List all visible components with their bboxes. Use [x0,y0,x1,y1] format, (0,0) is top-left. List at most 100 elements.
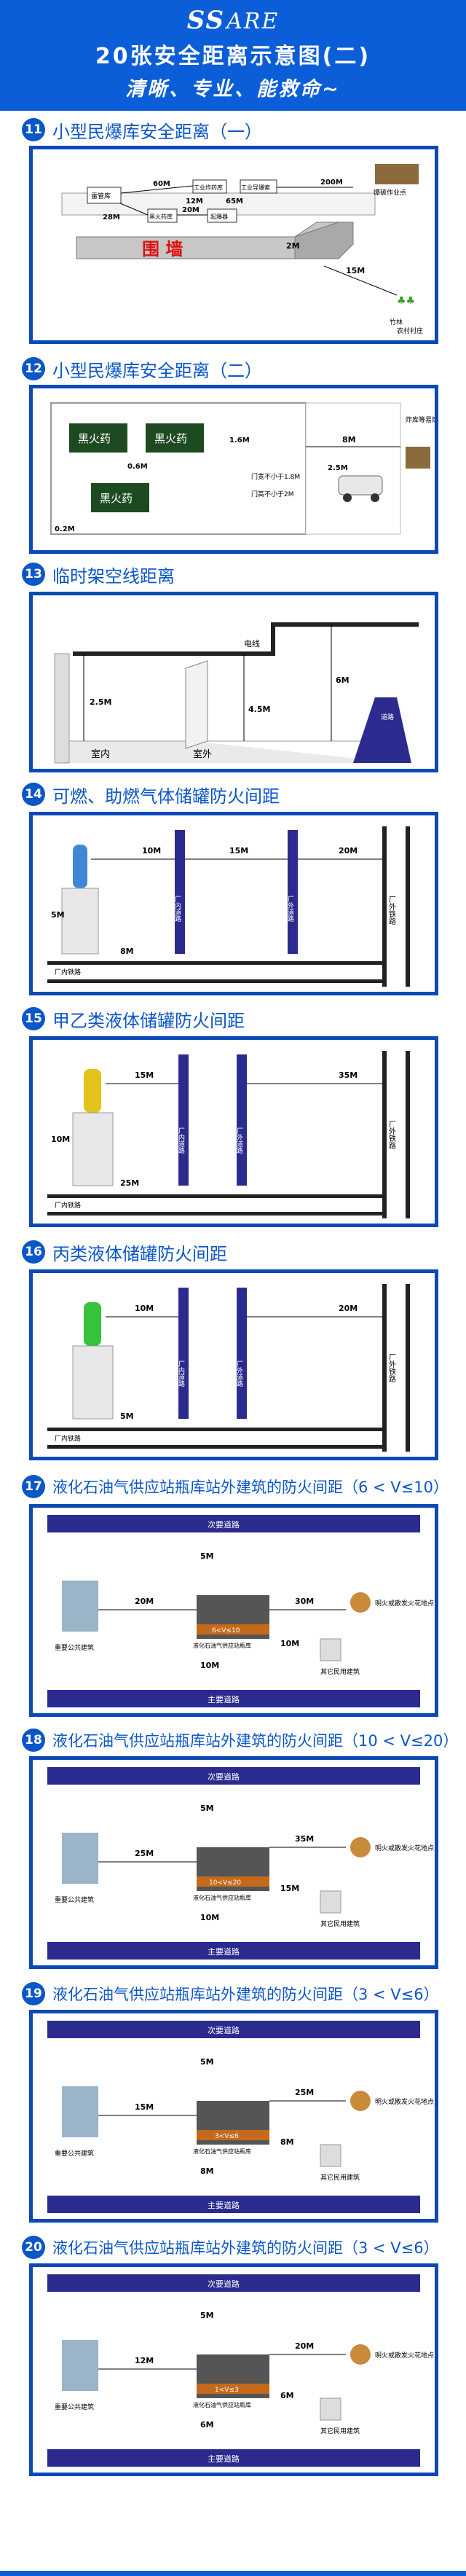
section-heading: 小型民爆库安全距离（二） [52,360,262,381]
dist-10m: 10M [142,846,161,856]
svg-text:次要道路: 次要道路 [208,2279,240,2289]
dist-25m: 25M [135,1849,154,1858]
road-top [47,2021,420,2038]
public-building-icon: 重要公共建筑 [55,2340,98,2411]
public-building-icon: 重要公共建筑 [55,1581,98,1652]
rail-track: 厂外铁路 [382,1284,410,1452]
dist-28m: 28M [103,214,120,222]
section-title-12: 12 小型民爆库安全距离（二） [22,356,262,382]
svg-text:主要道路: 主要道路 [208,1946,240,1957]
dist-6m-road: 6M [200,2420,214,2430]
svg-text:明火或散发火花地点: 明火或散发火花地点 [375,1844,434,1852]
door-height: 门高不小于2M [251,490,294,498]
dist-15m: 15M [229,846,248,856]
diagram-14: 厂内道路 厂外道路 10M 15M 20M 5M 8M 厂外铁路 厂内铁路 [29,812,438,995]
svg-text:厂外铁路: 厂外铁路 [387,1120,396,1150]
footer-bar [0,2571,466,2576]
dist-4-5m: 4.5M [248,705,270,714]
dist-10m: 10M [51,1135,70,1144]
page-header: SSARE 20张安全距离示意图(二) 清晰、专业、能救命~ [0,0,466,111]
diagram-16: 厂内道路 厂外道路 10M 20M 5M 厂外铁路 厂内铁路 [29,1269,438,1460]
svg-text:次要道路: 次要道路 [208,1772,240,1782]
section-number: 14 [22,783,45,806]
logo-mark: SS [186,6,226,35]
diagram-13: 电线 2.5M 4.5M 6M 道路 室内 室外 [29,592,438,772]
svg-text:主要道路: 主要道路 [208,1694,240,1704]
svg-text:黑火药: 黑火药 [100,492,133,505]
dist-20m: 20M [339,846,358,856]
road-inside [178,1288,189,1419]
svg-text:液化石油气供应站瓶库: 液化石油气供应站瓶库 [193,2148,251,2155]
section-heading: 小型民爆库安全距离（一） [52,121,262,142]
road-top [47,1515,420,1532]
section-number: 15 [22,1007,45,1030]
section-heading: 液化石油气供应站瓶库站外建筑的防火间距（6 < V≤10） [52,1479,449,1496]
diagram-17: 次要道路 主要道路 重要公共建筑 6<V≤10 液化石油气供应站瓶库 20M 5… [29,1504,438,1717]
gas-tank-icon [61,845,99,955]
svg-text:其它民用建筑: 其它民用建筑 [320,1919,360,1928]
svg-text:厂外道路: 厂外道路 [235,1127,243,1154]
brand-logo: SSARE [0,6,466,35]
liquid-tank-icon [72,1069,114,1186]
dist-30m: 30M [295,1597,314,1606]
svg-text:其它民用建筑: 其它民用建筑 [320,2427,360,2435]
section-number: 18 [22,1729,45,1752]
dist-5m: 5M [200,2057,214,2067]
svg-text:黑火药库: 黑火药库 [149,213,173,220]
svg-text:厂内铁路: 厂内铁路 [55,1201,81,1210]
section-title-15: 15 甲乙类液体储罐防火间距 [22,1006,245,1032]
section-number: 19 [22,1982,45,2005]
dist-35m: 35M [339,1070,358,1080]
section-title-17: 17 液化石油气供应站瓶库站外建筑的防火间距（6 < V≤10） [22,1473,449,1500]
dist-20m: 20M [295,2341,314,2351]
dist-15m: 15M [280,1884,299,1893]
dist-20m: 20M [135,1597,154,1606]
store-industrial: 工业炸药库 [192,179,227,194]
dist-2-5m: 2.5M [90,697,111,707]
village-icon: ♣♣ 竹林 农村村庄 [390,295,423,335]
section-heading: 临时架空线距离 [52,565,175,587]
svg-text:厂外道路: 厂外道路 [235,1361,243,1387]
blast-site-icon: 爆破作业点 [374,164,419,197]
civil-building-icon: 其它民用建筑 [320,2144,360,2182]
svg-text:重要公共建筑: 重要公共建筑 [55,2403,94,2411]
dist-10m-civil: 10M [280,1639,299,1648]
svg-text:次要道路: 次要道路 [208,2025,240,2035]
door-width: 门宽不小于1.8M [251,472,300,481]
dist-8m: 8M [342,435,356,445]
road-outside [237,1288,247,1419]
svg-text:工业炸药库: 工业炸药库 [194,184,223,191]
section-heading: 液化石油气供应站瓶库站外建筑的防火间距（3 < V≤6） [52,1986,439,2003]
civil-building-icon: 其它民用建筑 [320,1890,360,1928]
section-title-13: 13 临时架空线距离 [22,561,175,587]
dist-1-6m: 1.6M [229,436,250,445]
svg-text:其它民用建筑: 其它民用建筑 [320,2173,360,2182]
svg-text:6<V≤10: 6<V≤10 [212,1627,240,1635]
section-title-18: 18 液化石油气供应站瓶库站外建筑的防火间距（10 < V≤20） [22,1727,458,1753]
road-bottom [47,2196,420,2213]
dist-65m: 65M [226,197,243,205]
road-outside [288,830,298,954]
lpg-station: 1<V≤3 液化石油气供应站瓶库 [193,2354,269,2408]
svg-text:炸库等易燃物: 炸库等易燃物 [406,415,435,424]
diagram-11: 围 墙 雷管库 黑火药库 工业炸药库 工业导爆索 起爆器 60M 28M 20M… [29,146,438,344]
svg-text:厂内铁路: 厂内铁路 [55,968,81,976]
dist-0-6m: 0.6M [127,463,148,471]
svg-text:爆破作业点: 爆破作业点 [374,188,406,197]
dist-6m-civil: 6M [280,2391,294,2400]
page-slogan: 清晰、专业、能救命~ [125,78,341,101]
dist-12m: 12M [135,2356,154,2365]
road-icon: 道路 [353,697,411,763]
diagram-12: 黑火药 黑火药 黑火药 1.6M 0.6M 0.2M 8M 2.5M 门宽不小于… [29,385,445,554]
svg-text:3<V≤6: 3<V≤6 [215,2133,239,2140]
indoor-label: 室内 [91,748,110,760]
lpg-station: 10<V≤20 液化石油气供应站瓶库 [193,1847,269,1901]
powder-box-3: 黑火药 [91,483,149,512]
section-number: 20 [22,2236,45,2259]
dist-10m: 10M [135,1304,154,1313]
section-title-14: 14 可燃、助燃气体储罐防火间距 [22,781,280,807]
road-inside [178,1054,189,1186]
svg-text:起爆器: 起爆器 [210,213,228,220]
fire-point-icon: 明火或散发火花地点 [350,1837,434,1857]
svg-text:主要道路: 主要道路 [208,2454,240,2464]
